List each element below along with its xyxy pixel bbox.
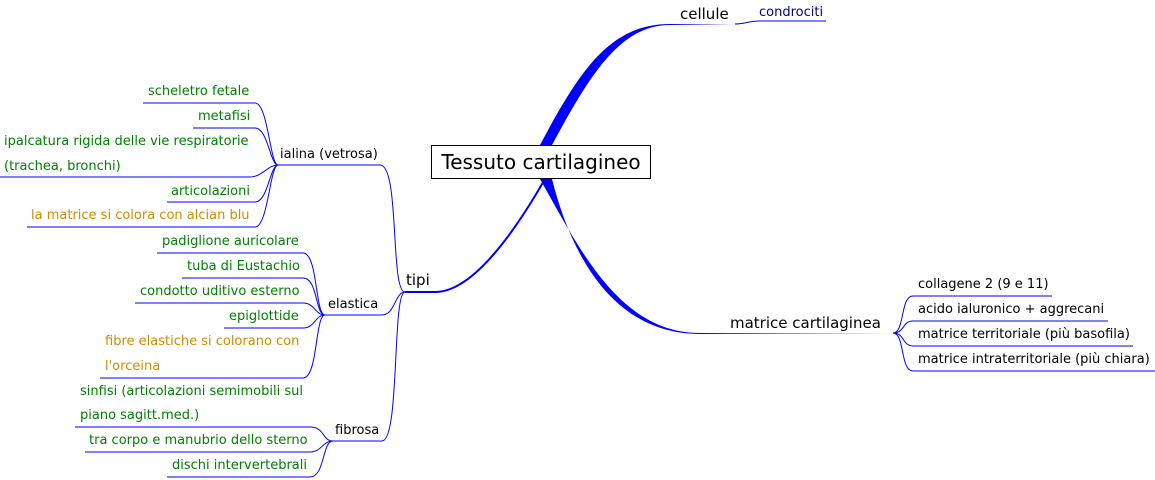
connector-fibrosa-2 <box>85 440 334 453</box>
connector-elastica-1 <box>157 252 326 316</box>
connector-elastica-5 <box>100 314 326 379</box>
leaf-elastica-1[interactable]: padiglione auricolare <box>162 234 299 249</box>
topic-elastica[interactable]: elastica <box>328 297 379 312</box>
connector-ialina-5 <box>27 164 279 228</box>
connector-elastica-2 <box>182 277 326 316</box>
leaf-fibrosa-3[interactable]: dischi intervertebrali <box>172 458 307 473</box>
topic-cellule[interactable]: cellule <box>680 5 729 23</box>
connector-matrice-3 <box>892 332 1133 347</box>
connector-condrociti <box>734 20 826 25</box>
leaf-elastica-4[interactable]: epiglottide <box>229 309 299 324</box>
connector-ialina-3 <box>0 164 279 178</box>
topic-tipi[interactable]: tipi <box>406 271 430 289</box>
leaf-elastica-5b[interactable]: l'orceina <box>105 359 161 374</box>
leaf-fibrosa-1b[interactable]: piano sagitt.med.) <box>80 408 200 423</box>
leaf-fibrosa-1[interactable]: sinfisi (articolazioni semimobili sul <box>80 384 303 399</box>
connector-elastica-4 <box>224 314 326 329</box>
leaf-ialina-2[interactable]: metafisi <box>198 109 251 124</box>
leaf-condrociti[interactable]: condrociti <box>759 5 824 20</box>
branch-cellule <box>540 24 735 145</box>
connector-elastica-3 <box>135 302 326 316</box>
topic-ialina[interactable]: ialina (vetrosa) <box>280 147 378 162</box>
topic-matrice[interactable]: matrice cartilaginea <box>730 314 881 332</box>
branch-matrice <box>540 179 893 334</box>
connector-fibrosa <box>333 291 406 442</box>
leaf-ialina-3[interactable]: ipalcatura rigida delle vie respiratorie <box>4 134 249 149</box>
central-topic[interactable]: Tessuto cartilagineo <box>431 145 651 179</box>
leaf-ialina-4[interactable]: articolazioni <box>171 184 250 199</box>
connector-ialina-2 <box>193 127 279 166</box>
branch-tipi <box>405 178 546 293</box>
leaf-matrice-4[interactable]: matrice intraterritoriale (più chiara) <box>918 352 1150 367</box>
connector-fibrosa-3 <box>167 440 334 478</box>
leaf-ialina-5[interactable]: la matrice si colora con alcian blu <box>31 208 250 223</box>
connector-matrice-4 <box>892 332 1155 372</box>
leaf-elastica-3[interactable]: condotto uditivo esterno <box>140 284 300 299</box>
leaf-ialina-1[interactable]: scheletro fetale <box>148 84 250 99</box>
connector-ialina <box>278 164 406 293</box>
connector-fibrosa-1 <box>75 426 334 442</box>
leaf-fibrosa-2[interactable]: tra corpo e manubrio dello sterno <box>89 433 308 448</box>
topic-fibrosa[interactable]: fibrosa <box>335 423 380 438</box>
connector-elastica <box>325 291 406 316</box>
leaf-elastica-5[interactable]: fibre elastiche si colorano con <box>105 334 300 349</box>
connector-matrice-2 <box>892 320 1108 334</box>
leaf-matrice-2[interactable]: acido ialuronico + aggrecani <box>918 302 1105 317</box>
leaf-elastica-2[interactable]: tuba di Eustachio <box>187 259 300 274</box>
leaf-matrice-1[interactable]: collagene 2 (9 e 11) <box>918 277 1049 292</box>
leaf-matrice-3[interactable]: matrice territoriale (più basofila) <box>918 327 1130 342</box>
leaf-ialina-3b[interactable]: (trachea, bronchi) <box>4 159 121 174</box>
connector-matrice-1 <box>892 295 1052 334</box>
